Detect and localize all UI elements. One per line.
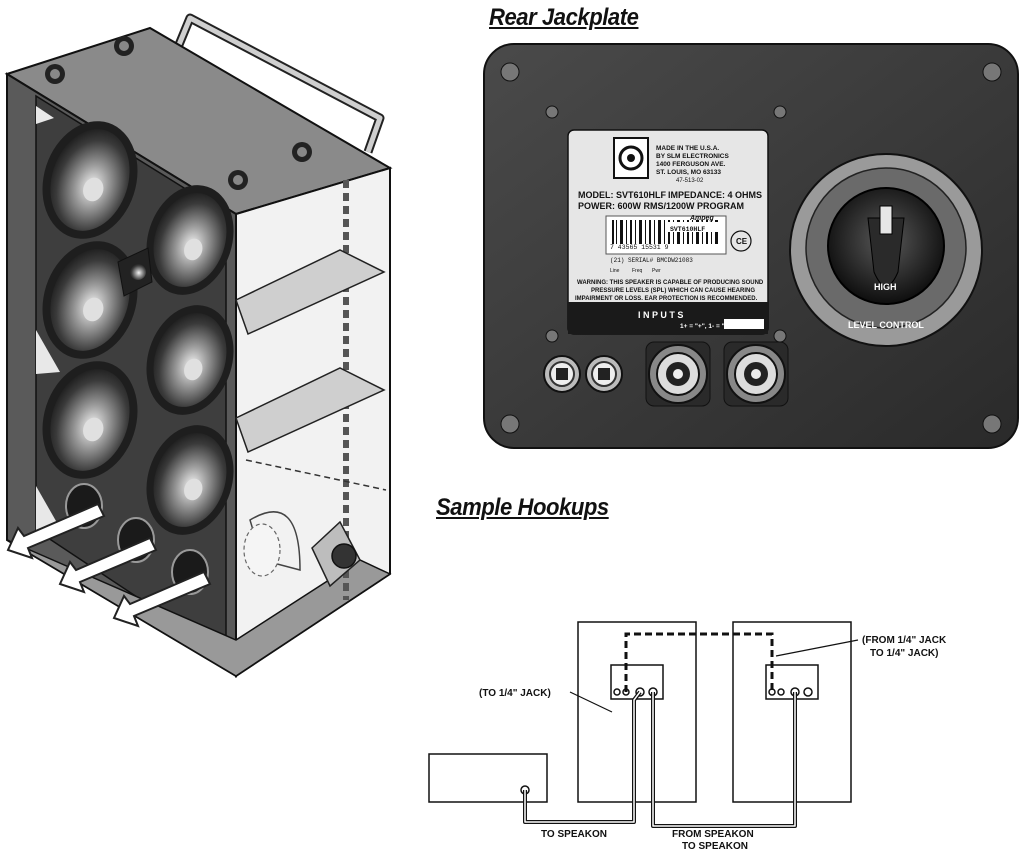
warning-line-3: IMPAIRMENT OR LOSS. EAR PROTECTION IS RE… [575,296,758,302]
speakon-jack-1[interactable] [645,341,711,407]
knob-pointer [879,205,893,235]
ampeg-logo-icon [613,137,649,179]
power-text: POWER: 600W RMS/1200W PROGRAM [578,201,744,211]
ce-mark-text: CE [736,237,748,246]
label-line-5: 47-513-02 [676,178,704,184]
barcode [605,215,727,255]
from-speakon-label: FROM SPEAKON [672,829,754,840]
impedance-text: IMPEDANCE: 4 OHMS [668,190,762,200]
label-line-1: MADE IN THE U.S.A. [656,145,719,152]
barcode-number: 7 43565 15531 9 [610,244,669,251]
amplifier-box [428,753,548,803]
inspection-line: Line [610,268,620,274]
polarity-label: 1+ = "+", 1- = "-" [680,323,730,330]
tweeter [117,247,153,297]
quarter-inch-jack-1[interactable] [543,355,581,393]
cabinet-2-box [732,621,852,803]
inputs-label: I N P U T S [638,310,683,320]
sample-hookups-title: Sample Hookups [436,494,609,521]
cabinet-1-box [577,621,697,803]
speaker-cones [42,121,234,535]
cabinet-screws [45,36,312,190]
knob-high-label: HIGH [874,282,897,292]
rear-jackplate: MADE IN THE U.S.A. BY SLM ELECTRONICS 14… [483,43,1019,449]
to-speakon-label-2: TO SPEAKON [682,841,748,852]
ce-mark-icon [730,230,752,252]
quarter-inch-jack-2[interactable] [585,355,623,393]
level-control-knob[interactable] [789,153,983,347]
to-speakon-label: TO SPEAKON [541,829,607,840]
barcode-model: SVT610HLF [670,226,705,233]
label-line-3: 1400 FERGUSON AVE. [656,161,726,168]
rear-jackplate-title: Rear Jackplate [489,4,639,31]
brand-text: Ampeg [689,215,714,222]
label-line-4: ST. LOUIS, MO 63133 [656,169,721,176]
warning-line-1: WARNING: THIS SPEAKER IS CAPABLE OF PROD… [577,280,764,286]
serial-text: (21) SERIAL# BMCDW21083 [610,257,693,264]
quarter-inch-link-cable [624,632,774,692]
label-line-2: BY SLM ELECTRONICS [656,153,729,160]
from-jack-label-line1: (FROM 1/4" JACK [862,635,947,646]
speakon-jack-2[interactable] [723,341,789,407]
inspection-pwr: Pwr [652,268,661,274]
warning-line-2: PRESSURE LEVELS (SPL) WHICH CAN CAUSE HE… [591,288,755,294]
airflow-arrows [6,502,212,628]
quarter-inch-jacks [543,355,623,393]
to-jack-label: (TO 1/4" JACK) [479,688,551,699]
level-control-label: LEVEL CONTROL [848,320,924,330]
speakon-jacks [645,341,789,407]
cabinet-illustration [4,13,393,678]
inspection-freq: Freq [632,268,643,274]
hookup-diagram: (TO 1/4" JACK) (FROM 1/4" JACK TO 1/4" J… [428,621,947,852]
model-text: MODEL: SVT610HLF [578,190,667,200]
from-jack-label-line2: TO 1/4" JACK) [870,648,938,659]
